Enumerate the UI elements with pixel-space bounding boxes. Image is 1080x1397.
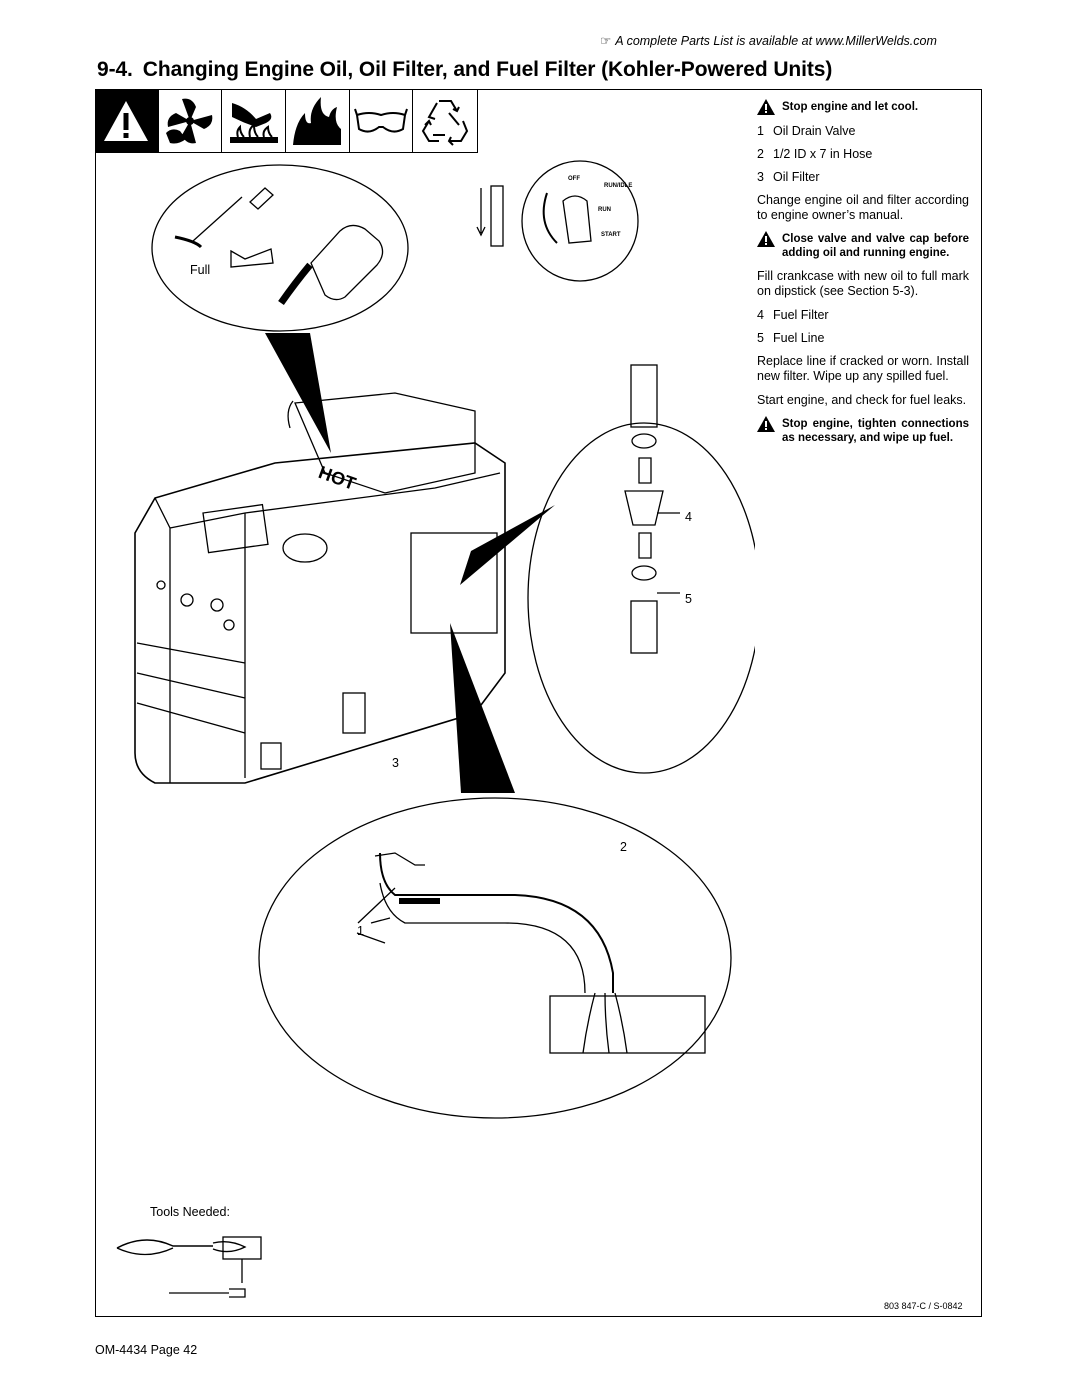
tools-needed-label: Tools Needed:: [150, 1205, 230, 1219]
parts-list-note-text: A complete Parts List is available at ww…: [615, 34, 937, 48]
callout-4: 4: [685, 510, 692, 524]
callout-5: 5: [685, 592, 692, 606]
warning-text: Stop engine, tighten connections as nece…: [782, 418, 969, 444]
callout-1: 1: [357, 924, 364, 938]
switch-off-label: OFF: [568, 176, 580, 182]
fire-icon: [286, 89, 350, 152]
warning-stop-engine: Stop engine and let cool.: [757, 99, 969, 115]
parts-list-note: ☞A complete Parts List is available at w…: [600, 33, 937, 48]
warning-text: Stop engine and let cool.: [782, 101, 919, 113]
warning-close-valve: Close valve and valve cap before adding …: [757, 231, 969, 260]
warning-icon: [95, 89, 159, 152]
page-number: OM-4434 Page 42: [95, 1343, 198, 1357]
switch-run-idle-label: RUN/IDLE: [604, 183, 633, 189]
recycle-icon: [413, 89, 477, 152]
pointing-hand-icon: ☞: [600, 34, 612, 48]
moving-parts-icon: [159, 89, 223, 152]
hot-surface-icon: [222, 89, 287, 152]
warning-text: Close valve and valve cap before adding …: [782, 233, 969, 259]
warning-icon: [757, 99, 775, 115]
paragraph: Fill crankcase with new oil to full mark…: [757, 269, 969, 298]
switch-run-label: RUN: [598, 207, 611, 213]
warning-tighten-connections: Stop engine, tighten connections as nece…: [757, 416, 969, 445]
safety-glasses-icon: [350, 89, 414, 152]
section-title-text: Changing Engine Oil, Oil Filter, and Fue…: [142, 58, 833, 81]
figure-frame: [95, 89, 982, 1317]
dipstick-full-label: Full: [190, 263, 211, 277]
engine-illustration: [116, 160, 755, 1298]
paragraph: Change engine oil and filter according t…: [757, 193, 969, 222]
hazard-icon-bar: [95, 89, 478, 153]
section-title: 9-4. Changing Engine Oil, Oil Filter, and…: [97, 58, 832, 82]
callout-3: 3: [392, 756, 399, 770]
warning-icon: [757, 231, 775, 247]
callout-2: 2: [620, 840, 627, 854]
paragraph: Start engine, and check for fuel leaks.: [757, 393, 967, 407]
section-number: 9-4.: [97, 58, 133, 81]
paragraph: Replace line if cracked or worn. Install…: [757, 354, 969, 383]
switch-start-label: START: [601, 232, 621, 238]
warning-icon: [757, 416, 775, 432]
part-reference: 803 847-C / S-0842: [884, 1301, 963, 1311]
